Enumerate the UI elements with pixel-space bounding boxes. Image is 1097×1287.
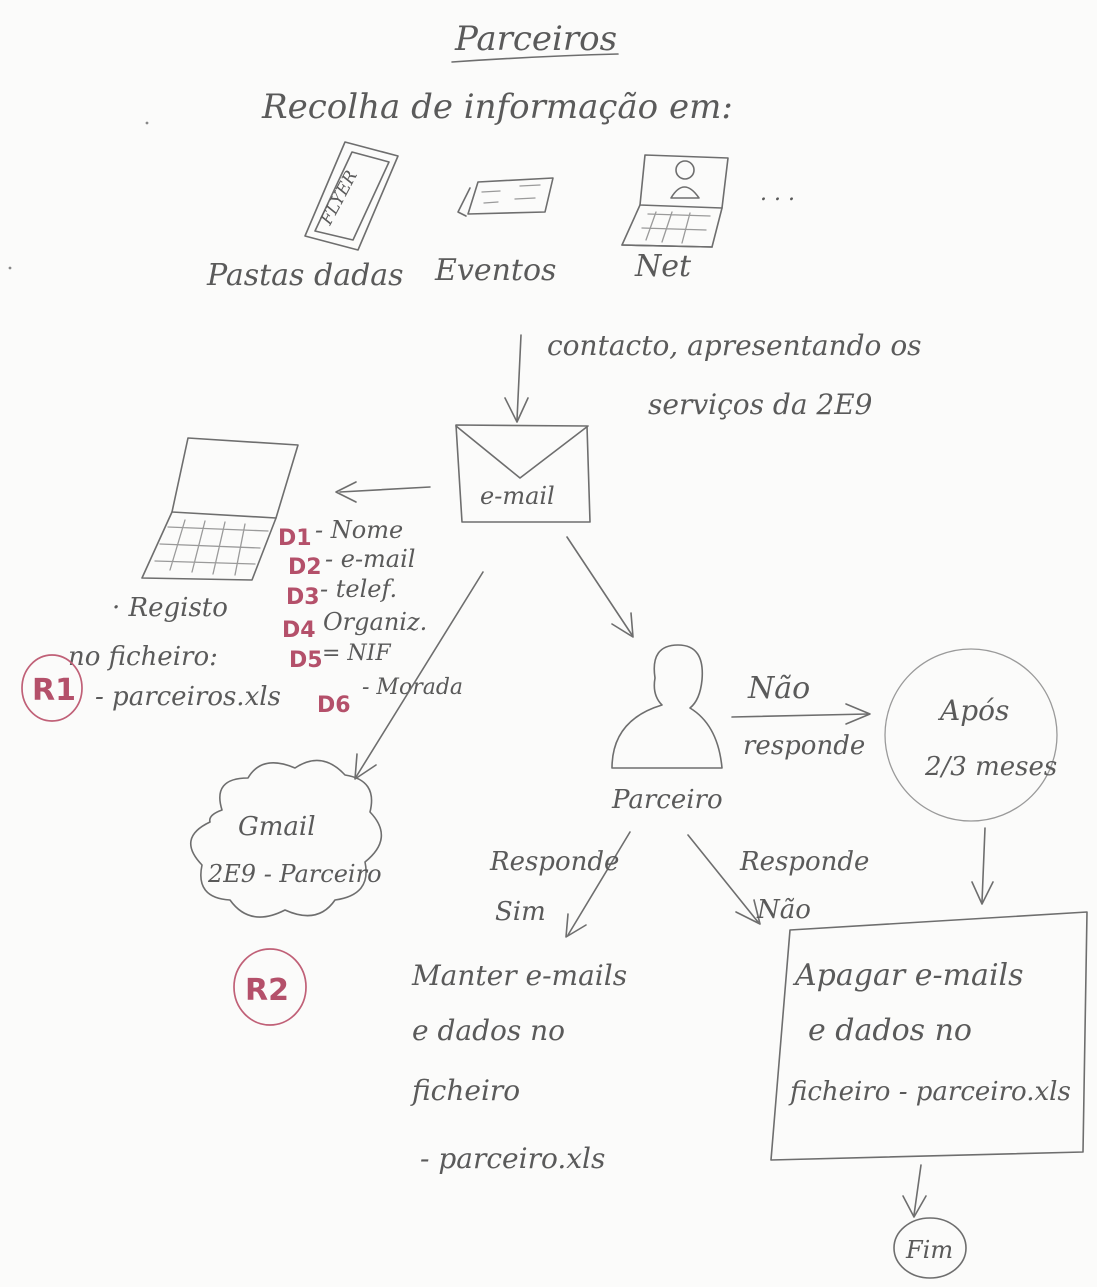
end-label: Fim — [905, 1236, 953, 1264]
arrow-email-to-register — [339, 486, 431, 493]
email-envelope-icon — [455, 424, 591, 523]
field-name: = NIF — [322, 641, 391, 666]
title-underline — [451, 53, 619, 63]
stray-dot — [145, 121, 149, 125]
register-line1: · Registo — [112, 593, 228, 623]
field-code: D6 — [317, 693, 351, 718]
delete-box — [770, 911, 1088, 1161]
arrow-to-end — [913, 1164, 922, 1216]
flyer-label: FLYER — [316, 167, 362, 229]
after-circle — [884, 648, 1058, 822]
laptop-register-icon — [141, 437, 299, 581]
r1-label: R1 — [32, 673, 76, 708]
no-action3: ficheiro - parceiro.xls — [788, 1077, 1071, 1107]
field-code: D4 — [282, 618, 316, 643]
field-name: - Morada — [362, 675, 463, 700]
event-ticket-icon — [457, 177, 554, 217]
email-label: e-mail — [480, 482, 555, 510]
register-line2: no ficheiro: — [68, 642, 218, 672]
gmail-line2: 2E9 - Parceiro — [207, 860, 382, 888]
gmail-cloud — [189, 759, 383, 918]
field-name: - Nome — [315, 516, 403, 544]
partner-label: Parceiro — [611, 785, 723, 815]
contact-note-line2: serviços da 2E9 — [648, 388, 873, 421]
field-code: D1 — [278, 526, 312, 551]
arrow-to-email — [516, 334, 522, 421]
arrow-email-to-partner — [566, 536, 633, 636]
yes-action2: e dados no — [412, 1014, 565, 1047]
no-action2: e dados no — [808, 1013, 972, 1048]
stray-dot — [8, 266, 12, 270]
field-code: D2 — [288, 555, 322, 580]
field-code: D5 — [289, 648, 323, 673]
no-response-above: Não — [747, 671, 810, 706]
after-line2: 2/3 meses — [924, 752, 1057, 782]
field-code: D3 — [286, 585, 320, 610]
no-response-below: responde — [743, 731, 865, 761]
partner-icon — [611, 644, 723, 769]
contact-note-line1: contacto, apresentando os — [547, 329, 922, 362]
field-name: - telef. — [320, 575, 397, 603]
fields-list: D1 - Nome D2 - e-mail D3 - telef. D4 Org… — [278, 516, 463, 718]
yes-label1: Responde — [489, 847, 619, 877]
r2-marker: R2 — [233, 948, 307, 1026]
no-label2: Não — [756, 895, 811, 925]
arrow-email-to-gmail — [355, 571, 484, 778]
page-title: Parceiros — [454, 19, 617, 59]
subtitle: Recolha de informação em: — [261, 87, 733, 127]
sources-ellipsis: . . . — [760, 181, 795, 206]
no-action1: Apagar e-mails — [792, 958, 1024, 993]
field-name: Organiz. — [323, 608, 427, 636]
register-file: - parceiros.xls — [95, 682, 281, 712]
yes-action4: - parceiro.xls — [420, 1142, 605, 1175]
no-label1: Responde — [739, 847, 869, 877]
yes-label2: Sim — [495, 897, 546, 927]
source-label-pastas: Pastas dadas — [206, 258, 404, 293]
arrow-no — [687, 834, 759, 923]
arrow-to-email-head — [504, 397, 529, 423]
arrow-after-to-delete — [981, 827, 986, 903]
yes-action1: Manter e-mails — [411, 959, 627, 992]
gmail-line1: Gmail — [238, 812, 316, 842]
r1-marker: R1 — [21, 654, 83, 722]
laptop-user-icon — [621, 154, 729, 248]
arrow-yes — [567, 831, 631, 936]
end-circle — [893, 1217, 967, 1279]
arrow-no-response — [731, 713, 869, 718]
r2-label: R2 — [245, 973, 289, 1008]
field-name: - e-mail — [325, 545, 415, 573]
source-label-eventos: Eventos — [434, 253, 556, 288]
flyer-icon: FLYER — [304, 141, 399, 251]
source-label-net: Net — [634, 249, 692, 284]
after-line1: Após — [937, 694, 1009, 727]
yes-action3: ficheiro — [410, 1074, 520, 1107]
